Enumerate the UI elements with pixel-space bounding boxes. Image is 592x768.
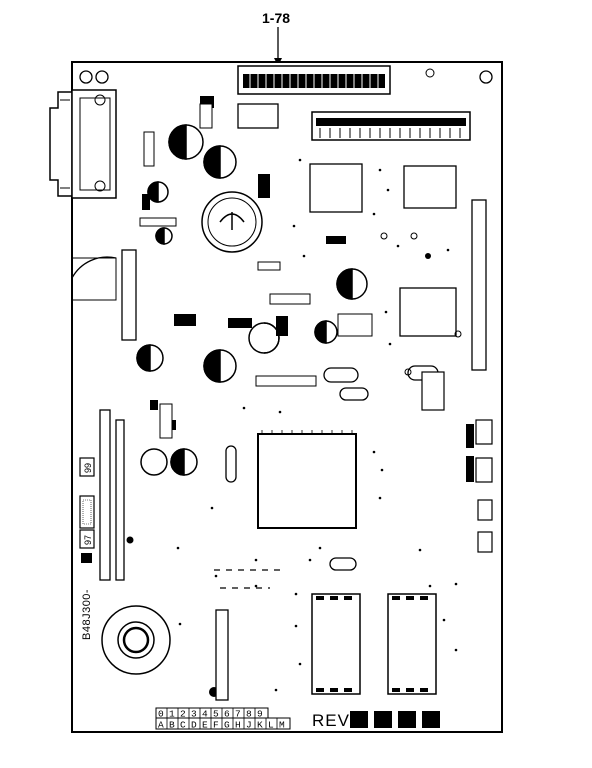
buzzer bbox=[101, 605, 171, 675]
bottom-chips bbox=[311, 593, 437, 695]
rev-letter: F bbox=[213, 720, 219, 731]
rev-letter: E bbox=[202, 720, 208, 731]
part-number-block: B48J300- 97 99 bbox=[79, 457, 95, 640]
rev-digit: 1 bbox=[169, 709, 175, 720]
top-header-connector bbox=[237, 65, 391, 95]
rev-letter: M bbox=[279, 720, 285, 731]
relay bbox=[201, 191, 263, 253]
upper-ics bbox=[237, 103, 457, 337]
rev-letter: L bbox=[268, 720, 274, 731]
rev-letter: D bbox=[191, 720, 197, 731]
vertical-connectors bbox=[99, 199, 487, 701]
rev-letter: H bbox=[235, 720, 241, 731]
rev-digit: 4 bbox=[202, 709, 208, 720]
main-processor bbox=[257, 430, 357, 529]
rev-digit: 9 bbox=[257, 709, 263, 720]
dashed-traces bbox=[214, 569, 280, 589]
component-dots bbox=[176, 158, 458, 692]
rev-label: REV bbox=[312, 711, 350, 730]
rev-letter: A bbox=[158, 720, 164, 731]
capacitors bbox=[136, 124, 368, 476]
rev-digit: 2 bbox=[180, 709, 186, 720]
rev-digit: 0 bbox=[158, 709, 164, 720]
passives bbox=[139, 103, 373, 439]
rev-letter: J bbox=[246, 720, 252, 731]
rev-digit: 5 bbox=[213, 709, 219, 720]
right-connectors bbox=[421, 371, 493, 553]
rev-letter: K bbox=[257, 720, 263, 731]
rev-letter: G bbox=[224, 720, 230, 731]
rev-box-99: 99 bbox=[83, 463, 93, 473]
rev-box-97: 97 bbox=[83, 535, 93, 545]
rev-digit: 3 bbox=[191, 709, 197, 720]
part-number: B48J300- bbox=[81, 589, 93, 640]
test-points bbox=[126, 232, 462, 544]
serial-connector bbox=[49, 89, 117, 199]
rev-digit: 7 bbox=[235, 709, 241, 720]
rev-digit: 6 bbox=[224, 709, 230, 720]
smd-parts bbox=[142, 96, 474, 482]
rev-letter: B bbox=[169, 720, 175, 731]
second-header-connector bbox=[311, 111, 471, 141]
rev-filled-boxes bbox=[350, 711, 440, 728]
rev-digit: 8 bbox=[246, 709, 252, 720]
rev-letter: C bbox=[180, 720, 186, 731]
callout-label: 1-78 bbox=[262, 10, 290, 26]
